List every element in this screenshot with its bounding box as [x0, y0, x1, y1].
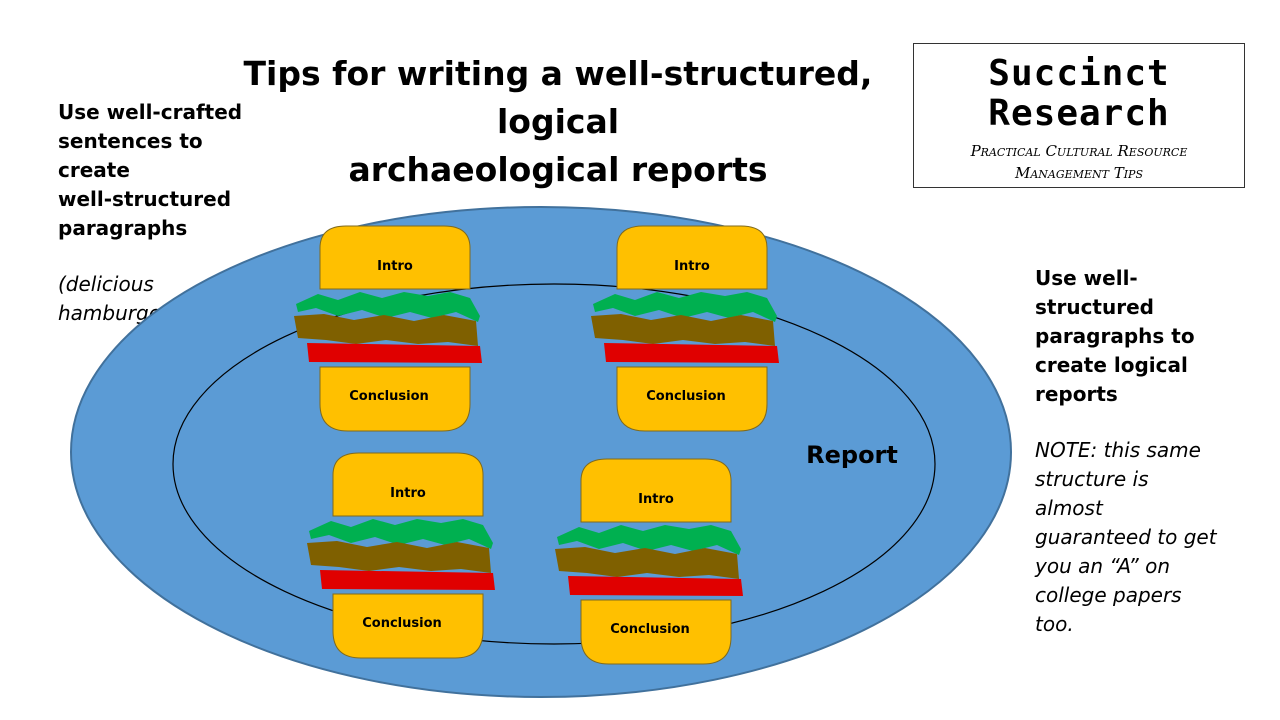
burger-group: IntroConclusionIntroConclusionIntroConcl…: [294, 225, 779, 665]
left-tip-line: Use well-crafted: [58, 100, 243, 124]
bottom-bun: [616, 366, 768, 432]
patty: [591, 314, 775, 346]
right-tip-note-line: structure is: [1035, 467, 1149, 491]
bottom-bun: [332, 593, 484, 659]
intro-label: Intro: [377, 259, 413, 274]
tomato: [320, 570, 495, 590]
title-line-2: archaeological reports: [348, 150, 768, 189]
bottom-bun: [319, 366, 471, 432]
right-tip-note-line: guaranteed to get: [1035, 525, 1217, 549]
left-tip-line: well-structured: [58, 187, 232, 211]
left-tip-main: Use well-crafted sentences to create wel…: [58, 98, 278, 243]
right-tip-line: Use well-: [1035, 266, 1138, 290]
right-tip-main: Use well- structured paragraphs to creat…: [1035, 264, 1235, 409]
left-tip-line: paragraphs: [58, 216, 188, 240]
right-tip-line: create logical: [1035, 353, 1188, 377]
patty: [294, 314, 478, 346]
left-tip-aside-line: (delicious: [58, 272, 154, 296]
right-tip-note-line: you an “A” on: [1035, 554, 1171, 578]
report-inner-ring: [172, 283, 936, 645]
right-tip-note: NOTE: this same structure is almost guar…: [1035, 436, 1235, 639]
tomato: [568, 576, 743, 596]
left-tip: Use well-crafted sentences to create wel…: [58, 98, 278, 328]
logo-tagline-line: Management Tips: [1015, 164, 1143, 182]
logo-name-line: Research: [988, 93, 1170, 134]
right-tip-note-line: too.: [1035, 612, 1074, 636]
conclusion-label: Conclusion: [362, 616, 442, 631]
lettuce: [296, 292, 480, 322]
tomato: [307, 343, 482, 363]
conclusion-label: Conclusion: [646, 389, 726, 404]
logo-tagline: Practical Cultural Resource Management T…: [914, 140, 1244, 184]
intro-label: Intro: [674, 259, 710, 274]
right-tip-line: structured: [1035, 295, 1154, 319]
tomato: [604, 343, 779, 363]
top-bun: [616, 225, 768, 290]
title-line-1: Tips for writing a well-structured, logi…: [243, 54, 873, 141]
conclusion-label: Conclusion: [349, 389, 429, 404]
right-tip-note-line: NOTE: this same: [1035, 438, 1201, 462]
report-label: Report: [806, 441, 898, 469]
intro-label: Intro: [390, 486, 426, 501]
right-tip: Use well- structured paragraphs to creat…: [1035, 264, 1235, 639]
lettuce: [557, 525, 741, 555]
patty: [307, 541, 491, 573]
top-bun: [319, 225, 471, 290]
top-bun: [580, 458, 732, 523]
logo-name-line: Succinct: [988, 53, 1170, 94]
intro-label: Intro: [638, 492, 674, 507]
logo-tagline-line: Practical Cultural Resource: [970, 142, 1188, 160]
lettuce: [309, 519, 493, 549]
top-bun: [332, 452, 484, 517]
patty: [555, 547, 739, 579]
page-title: Tips for writing a well-structured, logi…: [200, 50, 916, 194]
right-tip-line: paragraphs to: [1035, 324, 1195, 348]
right-tip-note-line: almost: [1035, 496, 1103, 520]
lettuce: [593, 292, 777, 322]
logo-name: Succinct Research: [914, 54, 1244, 134]
left-tip-line: sentences to create: [58, 129, 203, 182]
logo-box: Succinct Research Practical Cultural Res…: [913, 43, 1245, 188]
right-tip-note-line: college papers: [1035, 583, 1182, 607]
right-tip-line: reports: [1035, 382, 1118, 406]
conclusion-label: Conclusion: [610, 622, 690, 637]
bottom-bun: [580, 599, 732, 665]
